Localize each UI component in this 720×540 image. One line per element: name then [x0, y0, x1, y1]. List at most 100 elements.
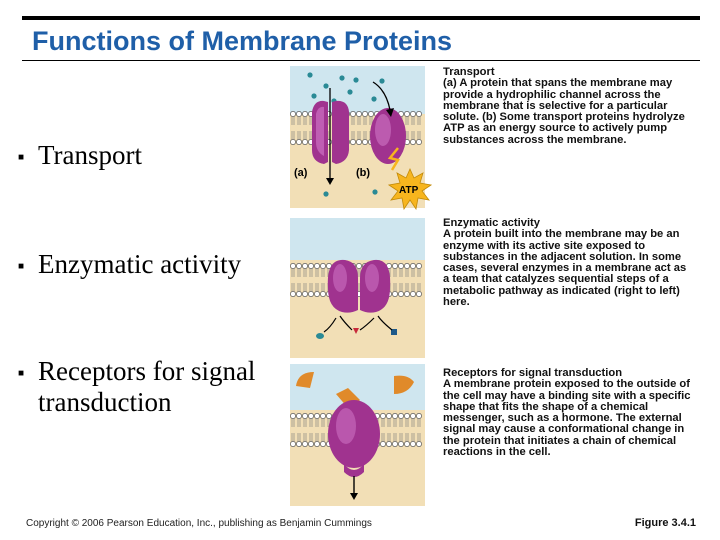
lipid-head: [386, 413, 392, 419]
receptor-heading: Receptors for signal transduction: [443, 367, 623, 379]
lipid-head: [398, 291, 404, 297]
lipid-tail: [315, 269, 319, 277]
lipid-tail: [351, 117, 355, 125]
lipid-tail: [357, 131, 361, 139]
lipid-tail: [411, 117, 415, 125]
lipid-tail: [417, 419, 421, 427]
lipid-tail: [363, 117, 367, 125]
receptor-description: Receptors for signal transduction A memb…: [443, 367, 691, 459]
lipid-tail: [405, 419, 409, 427]
lipid-tail: [393, 433, 397, 441]
receptor-body: A membrane protein exposed to the outsid…: [443, 378, 691, 459]
lipid-tail: [309, 419, 313, 427]
lipid-head: [320, 441, 326, 447]
bullet-transport: ■ Transport: [18, 140, 290, 173]
title-rule-top: [22, 16, 700, 20]
lipid-head: [314, 291, 320, 297]
lipid-tail: [417, 117, 421, 125]
lipid-head: [302, 413, 308, 419]
lipid-tail: [357, 117, 361, 125]
bullet-text: Receptors for signal transduction: [38, 356, 256, 417]
transport-illustration: (a) (b): [290, 66, 425, 208]
enzymatic-heading: Enzymatic activity: [443, 217, 541, 229]
lipid-tail: [411, 419, 415, 427]
lipid-tail: [405, 117, 409, 125]
bullet-text: Enzymatic activity: [38, 249, 242, 279]
lipid-head: [416, 139, 422, 145]
receptor-protein: [328, 400, 380, 477]
lipid-head: [290, 441, 296, 447]
lipid-head: [308, 263, 314, 269]
atp-label: ATP: [399, 185, 419, 196]
lipid-head: [320, 291, 326, 297]
lipid-tail: [381, 419, 385, 427]
lipid-tail: [321, 433, 325, 441]
lipid-head: [296, 413, 302, 419]
lipid-head: [380, 413, 386, 419]
lipid-tail: [315, 433, 319, 441]
lipid-tail: [315, 283, 319, 291]
extracellular-region: [290, 218, 425, 260]
lipid-head: [362, 139, 368, 145]
lipid-head: [404, 291, 410, 297]
lipid-head: [314, 413, 320, 419]
lipid-head: [290, 139, 296, 145]
lipid-head: [398, 441, 404, 447]
lipid-head: [314, 263, 320, 269]
lipid-head: [302, 441, 308, 447]
lipid-tail: [405, 131, 409, 139]
lipid-tail: [297, 117, 301, 125]
lipid-head: [296, 111, 302, 117]
lipid-head: [392, 291, 398, 297]
lipid-tail: [411, 131, 415, 139]
lipid-head: [356, 139, 362, 145]
lipid-tail: [297, 433, 301, 441]
lipid-head: [326, 413, 332, 419]
lipid-head: [404, 441, 410, 447]
energy-bolt-icon: [387, 147, 400, 171]
lipid-tail: [417, 433, 421, 441]
lipid-head: [392, 413, 398, 419]
bullet-enzymatic: ■ Enzymatic activity: [18, 249, 290, 282]
lipid-head: [410, 441, 416, 447]
lipid-head: [302, 111, 308, 117]
lipid-tail: [309, 433, 313, 441]
lipid-head: [356, 263, 362, 269]
lipid-head: [410, 413, 416, 419]
lipid-tail: [405, 269, 409, 277]
lipid-tail: [291, 433, 295, 441]
lipid-head: [404, 263, 410, 269]
lipid-tail: [291, 117, 295, 125]
pump-protein: [370, 108, 406, 164]
transport-label-b: (b): [356, 167, 370, 179]
lipid-head: [398, 413, 404, 419]
bullet-square-icon: ■: [18, 152, 25, 163]
arrow-head: [326, 178, 334, 185]
lipid-tail: [411, 433, 415, 441]
lipid-head: [296, 291, 302, 297]
atp-starburst-icon: [388, 168, 432, 210]
lipid-head: [380, 441, 386, 447]
lipid-head: [296, 139, 302, 145]
lipid-head: [404, 413, 410, 419]
lipid-tail: [405, 283, 409, 291]
receptor-illustration: [290, 364, 425, 506]
lipid-tail: [387, 433, 391, 441]
lipid-head: [296, 263, 302, 269]
lipid-tail: [399, 419, 403, 427]
lipid-tail: [303, 131, 307, 139]
transport-description: Transport (a) A protein that spans the m…: [443, 66, 691, 146]
lipid-tail: [297, 131, 301, 139]
lipid-tail: [405, 433, 409, 441]
lipid-head: [302, 139, 308, 145]
lipid-tail: [321, 419, 325, 427]
lipid-head: [290, 291, 296, 297]
arrow-head: [386, 108, 394, 117]
bullet-square-icon: ■: [18, 261, 25, 272]
lipid-head: [398, 263, 404, 269]
lipid-head: [290, 413, 296, 419]
extracellular-region: [290, 66, 425, 114]
transport-label-a: (a): [294, 167, 308, 179]
lipid-tail: [399, 269, 403, 277]
lipid-tail: [309, 269, 313, 277]
